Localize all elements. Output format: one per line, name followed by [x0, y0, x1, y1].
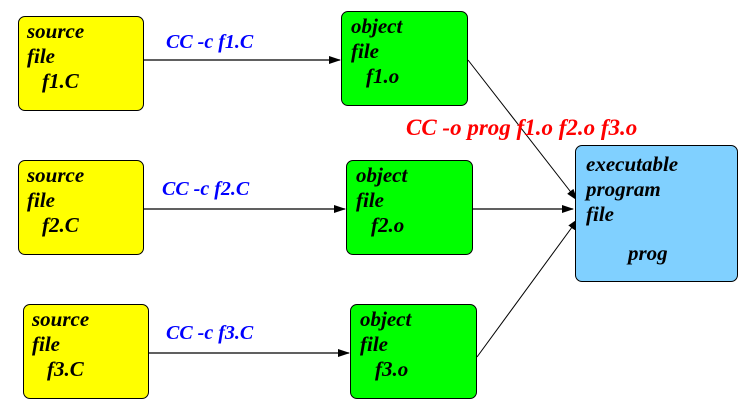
object-label: object — [351, 14, 403, 38]
executable-box: executable program file prog — [575, 145, 738, 282]
link-command: CC -o prog f1.o f2.o f3.o — [406, 115, 638, 140]
compile-command-1: CC -c f1.C — [166, 31, 254, 53]
link-arrow-1 — [467, 59, 578, 201]
file-label: file — [351, 39, 379, 63]
object-file-box-2: object file f2.o — [346, 160, 473, 255]
filename: f1.C — [42, 69, 79, 93]
executable-label: executable — [586, 152, 679, 176]
filename: f2.o — [371, 213, 405, 237]
object-label: object — [356, 163, 408, 187]
source-label: source — [32, 307, 90, 331]
object-label: object — [360, 307, 412, 331]
compile-command-3: CC -c f3.C — [166, 322, 254, 344]
source-file-box-1: source file f1.C — [18, 16, 144, 111]
filename: f3.C — [47, 357, 84, 381]
program-label: program — [586, 177, 661, 201]
file-label: file — [32, 332, 60, 356]
program-name: prog — [628, 241, 668, 265]
object-file-box-1: object file f1.o — [341, 11, 468, 106]
object-file-box-3: object file f3.o — [350, 304, 477, 399]
file-label: file — [27, 188, 55, 212]
source-file-box-2: source file f2.C — [18, 160, 144, 255]
source-label: source — [27, 19, 85, 43]
filename: f2.C — [42, 213, 79, 237]
file-label: file — [360, 332, 388, 356]
filename: f1.o — [366, 64, 400, 88]
link-arrow-3 — [476, 218, 579, 358]
filename: f3.o — [375, 357, 409, 381]
source-file-box-3: source file f3.C — [23, 304, 149, 399]
source-label: source — [27, 163, 85, 187]
file-label: file — [356, 188, 384, 212]
file-label: file — [586, 202, 614, 226]
file-label: file — [27, 44, 55, 68]
compile-command-2: CC -c f2.C — [162, 178, 250, 200]
